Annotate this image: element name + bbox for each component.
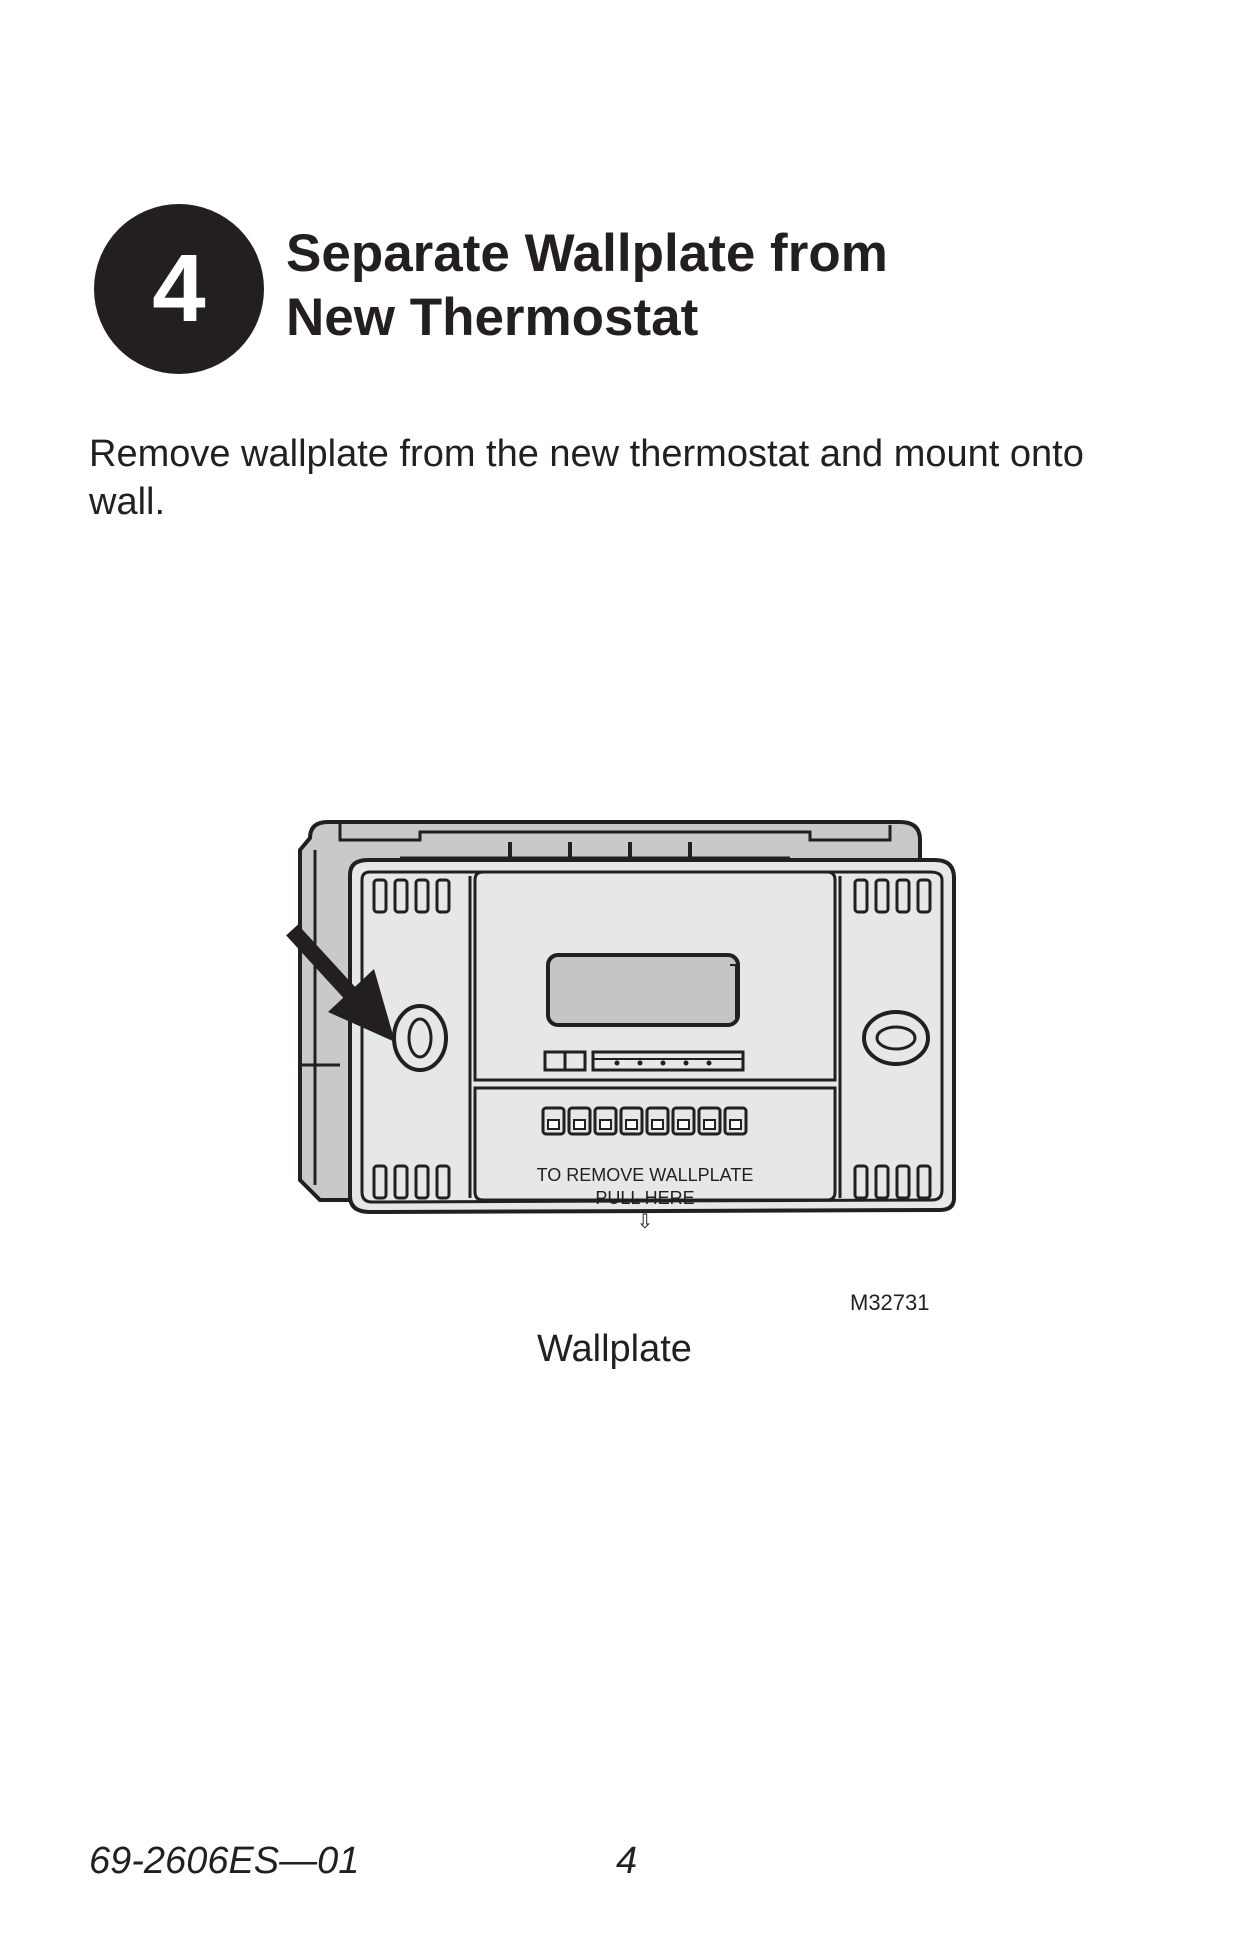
pointer-arrow-icon [286,924,395,1042]
remove-label-line-1: TO REMOVE WALLPLATE [537,1165,754,1185]
step-number: 4 [152,235,206,342]
step-title-line-1: Separate Wallplate from [286,224,888,283]
display-window [546,953,740,1027]
step-number-badge: 4 [94,204,264,374]
figure-caption-text: Wallplate [537,1328,692,1370]
page-number: 4 [616,1840,638,1882]
figure-reference: M32731 [850,1290,930,1315]
pull-arrow-icon: ⇩ [637,1209,654,1233]
step-title-line-2: New Thermostat [286,288,699,347]
figure-caption: Wallplate [0,1328,1239,1371]
step-title: Separate Wallplate from New Thermostat [286,222,888,350]
wallplate-illustration: TO REMOVE WALLPLATE PULL HERE ⇩ [270,780,970,1340]
instruction-text: Remove wallplate from the new thermostat… [89,433,1084,523]
remove-label-line-2: PULL HERE [595,1188,694,1208]
document-number: 69-2606ES—01 [89,1840,360,1882]
